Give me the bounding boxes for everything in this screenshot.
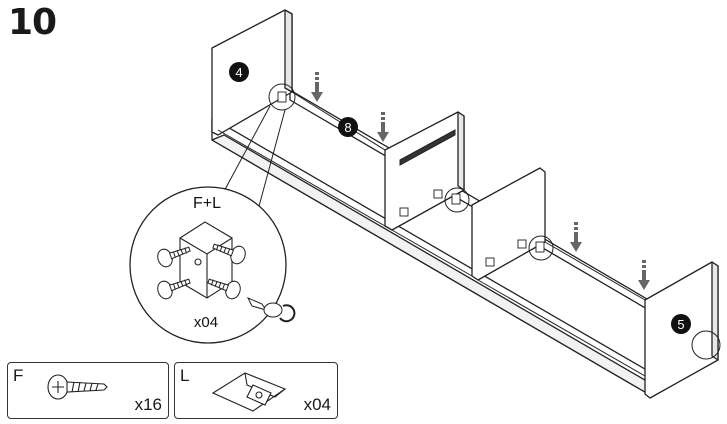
callout-panel-left: 4 <box>229 62 249 82</box>
screwdriver-icon <box>246 297 296 323</box>
parts-box-bracket: L x04 <box>174 362 338 419</box>
middle-divider-panel <box>384 111 465 231</box>
svg-text:5: 5 <box>677 317 684 332</box>
parts-letter: F <box>13 366 24 385</box>
parts-letter: L <box>180 366 190 385</box>
detail-quantity: x04 <box>194 314 218 331</box>
second-divider-panel <box>471 167 546 281</box>
detail-label: F+L <box>193 195 221 212</box>
left-side-panel <box>211 9 293 136</box>
callout-panel-middle: 8 <box>338 117 358 137</box>
step-number: 10 <box>8 2 57 43</box>
screw-icon <box>47 374 108 400</box>
corner-bracket-icon <box>211 372 287 412</box>
svg-text:4: 4 <box>235 65 242 80</box>
insert-arrows <box>311 72 650 290</box>
svg-text:8: 8 <box>344 120 351 135</box>
detail-zoom-circle: F+L x04 <box>129 186 296 344</box>
parts-box-screw: F x16 <box>7 362 169 419</box>
corner-bracket-icon <box>179 221 233 299</box>
screw-icon <box>157 243 246 300</box>
callout-panel-right: 5 <box>671 314 691 334</box>
parts-quantity: x04 <box>303 395 331 414</box>
parts-quantity: x16 <box>134 395 162 414</box>
